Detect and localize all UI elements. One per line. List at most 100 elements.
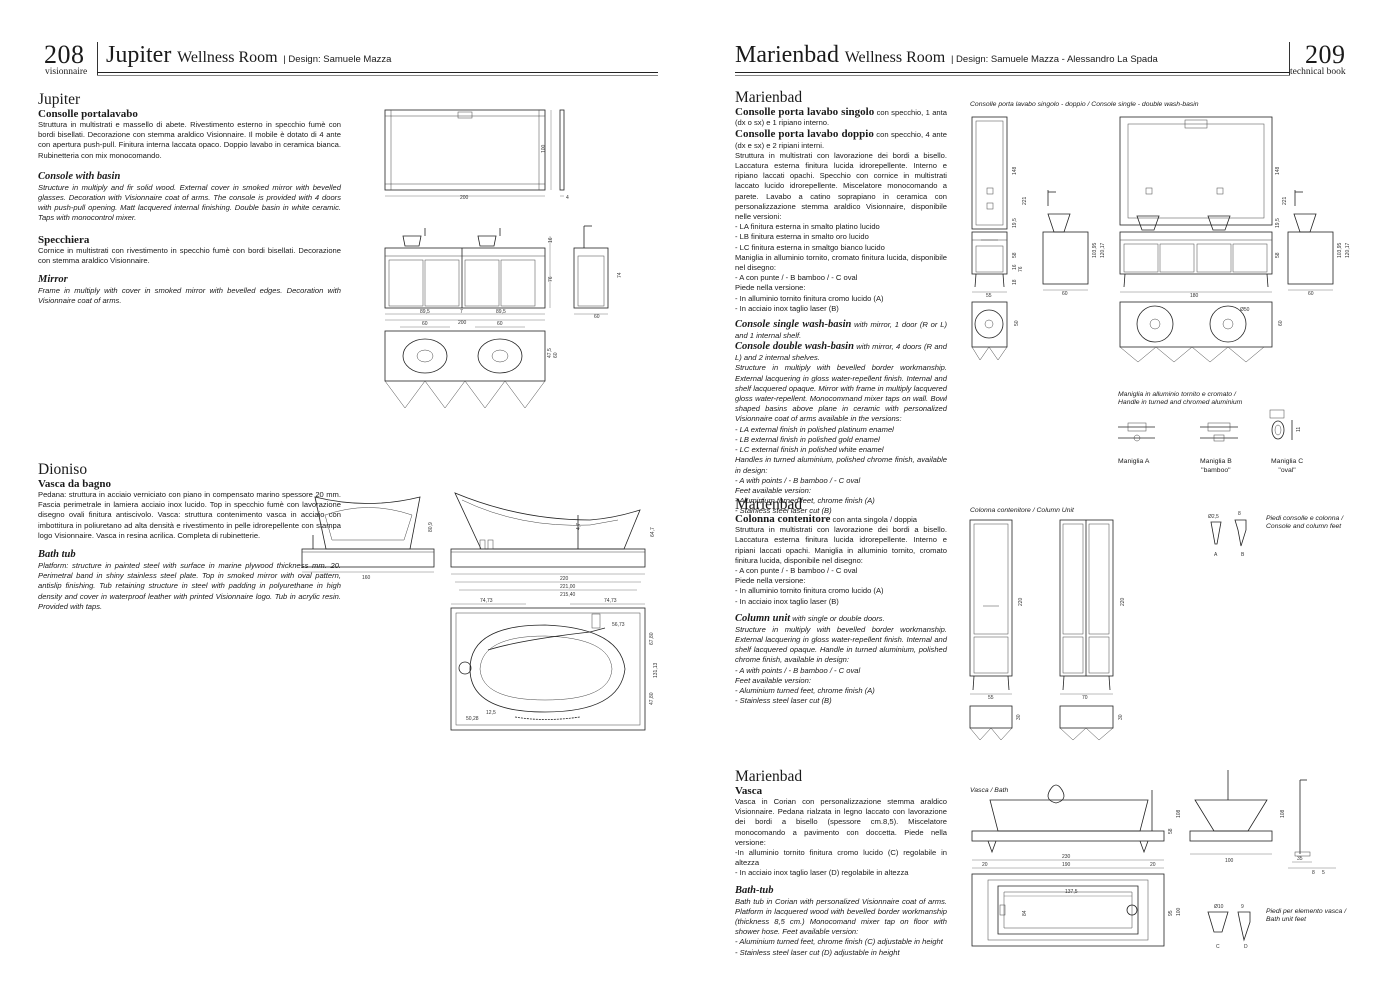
marienbad-vasca-text: Marienbad Vasca Vasca in Corian con pers…	[735, 768, 947, 958]
colonna-it-feet-1: - In alluminio tornito finitura cromo lu…	[735, 586, 884, 596]
consolle-en-list-1: - LA external finish in polished platinu…	[735, 424, 894, 434]
vasca-feet-caption-it: Piedi per elemento vasca /	[1266, 908, 1347, 915]
dim-s-side-60: 60	[1062, 291, 1068, 297]
dim-s-221: 221	[1022, 196, 1028, 205]
console-plans: 50 Ø50 60	[971, 301, 1284, 363]
dioniso-title: Dioniso	[38, 461, 88, 478]
consolle-it-feet-2: - In acciaio inox taglio laser (B)	[735, 303, 839, 313]
dim-mirror-d: 4	[566, 195, 569, 201]
handle-b-sub: "bamboo"	[1201, 466, 1231, 474]
jupiter-mirror-elevation: 200 100 4	[384, 109, 569, 201]
dim-vasca-8: 8	[1312, 870, 1315, 876]
handle-c-drawing: 11	[1269, 409, 1302, 440]
consolle-it-handle-opts: - A con punte / - B bamboo / - C oval	[735, 273, 858, 283]
handles-caption-en: Handle in turned and chromed aluminium	[1118, 399, 1243, 406]
dioniso-bath-title: Bath tub	[38, 549, 76, 561]
vasca-drawing-caption: Vasca / Bath	[970, 787, 1009, 794]
dim-console-b: 7	[460, 309, 463, 315]
dim-col-70: 70	[1082, 695, 1088, 701]
vasca-side: 100 108	[1189, 770, 1286, 864]
jupiter-consolle-title: Consolle portalavabo	[38, 108, 138, 120]
left-header-title: Jupiter Wellness Room | Design: Samuele …	[106, 42, 391, 69]
dim-vasca-95: 95	[1168, 910, 1174, 916]
consolle-it-body: Struttura in multistrati con lavorazione…	[735, 150, 947, 222]
dim-dioniso-front-w: 160	[362, 575, 371, 581]
dim-vasca-108b: 108	[1280, 809, 1286, 818]
consolle-en-double-title: Console double wash-basin	[735, 341, 854, 353]
colonna-en-feet-1: - Aluminium turned feet, chrome finish (…	[735, 686, 875, 696]
dim-dioniso-side-w2: 221,00	[560, 584, 576, 590]
consolle-it-feet-title: Piede nella versione:	[735, 283, 806, 293]
handle-a-drawing	[1118, 422, 1155, 442]
dioniso-bath-en: Platform: structure in painted steel wit…	[38, 561, 341, 611]
consolle-en-feet-1: - Aluminium turned feet, chrome finish (…	[735, 496, 875, 506]
dim-d-120: 120,17	[1345, 242, 1351, 258]
dim-plan-60a: 60	[422, 321, 428, 327]
dim-vasca-190: 190	[1062, 862, 1071, 868]
consolle-en-double-rest: with mirror, 4 doors (R and L) and 2 int…	[735, 342, 947, 363]
vasca-front: 230 20 190 20 58 108	[971, 784, 1182, 869]
dim-mirror-h: 100	[541, 144, 547, 153]
marienbad-colonna-text: Marienbad Colonna contenitore con anta s…	[735, 496, 947, 706]
vasca-feet-dlabel: D	[1244, 944, 1248, 950]
vasca-feet-caption-en: Bath unit feet	[1266, 916, 1307, 923]
dim-col-30a: 30	[1016, 714, 1022, 720]
consolle-it-list-3: - LC finitura esterna in smaltgo bianco …	[735, 242, 885, 252]
dim-d-side-60: 60	[1308, 291, 1314, 297]
dim-dioniso-plan-d: 67,80	[649, 632, 655, 645]
handle-c-sub: "oval"	[1278, 466, 1296, 474]
colonna-en-feet-title: Feet available version:	[735, 675, 811, 685]
dim-d-103: 103,95	[1337, 242, 1343, 258]
handle-b-drawing	[1200, 422, 1238, 442]
dim-s-148: 148	[1012, 166, 1018, 175]
vasca-it-feet-2: - In acciaio inox taglio laser (D) regol…	[735, 868, 909, 878]
consolle-en-single-title: Console single wash-basin	[735, 319, 852, 331]
consolle-en-list-2: - LB external finish in polished gold en…	[735, 434, 880, 444]
single-console-side: 60 103,95 120,17	[1042, 190, 1106, 297]
consolle-drawing-caption: Consolle porta lavabo singolo - doppio /…	[970, 101, 1199, 108]
consolle-en-handle-opts: - A with points / - B bamboo / - C oval	[735, 475, 861, 485]
dim-console-total: 200	[458, 320, 467, 326]
dim-d-58: 58	[1275, 252, 1281, 258]
dim-s-58: 58	[1012, 252, 1018, 258]
consolle-double-rest: con specchio, 4 ante (dx e sx) e 2 ripia…	[735, 130, 947, 150]
dim-dioniso-plan-f: 47,80	[649, 692, 655, 705]
colonna-en-handle-opts: - A with points / - B bamboo / - C oval	[735, 665, 861, 675]
vasca-feet-h: 9	[1241, 904, 1244, 910]
vasca-en-feet-1: - Aluminium turned feet, chrome finish (…	[735, 937, 943, 947]
colonna-single: 55 220 30	[969, 519, 1024, 741]
dioniso-side: 220 221,00 215,40 64,7 4,7	[450, 492, 656, 598]
dim-dioniso-plan-c: 56,73	[612, 622, 625, 628]
colonna-en-feet-2: - Stainless steel laser cut (B)	[735, 696, 832, 706]
consolle-single-rest: con specchio, 1 anta (dx o sx) e 1 ripia…	[735, 108, 947, 128]
colonna-it-handle-opts: - A con punte / - B bamboo / - C oval	[735, 566, 858, 576]
right-header-title: Marienbad Wellness Room | Design: Samuel…	[735, 42, 1158, 69]
handle-b-label: Maniglia B "bamboo"	[1200, 458, 1232, 475]
dim-col-30b: 30	[1118, 714, 1124, 720]
jupiter-mirror-en: Frame in multiply with cover in smoked m…	[38, 286, 341, 306]
handle-c-label: Maniglia C "oval"	[1271, 458, 1303, 475]
dim-s-19: 19,5	[1012, 218, 1018, 228]
dim-col-55: 55	[988, 695, 994, 701]
vasca-title: Marienbad	[735, 768, 803, 785]
right-header-divider	[1289, 42, 1290, 76]
dim-col-220b: 220	[1120, 597, 1126, 606]
dim-side-w: 60	[594, 314, 600, 320]
right-header-sub: Wellness Room	[844, 49, 946, 66]
left-header-designer: | Design: Samuele Mazza	[283, 54, 392, 65]
vasca-feet: Ø10 9 C D	[1207, 904, 1251, 950]
colonna-feet-caption-it: Piedi consolle e colonna /	[1266, 515, 1344, 522]
dim-plan-47: 47,5	[547, 348, 553, 358]
dioniso-front: 160 80,9	[301, 496, 435, 581]
dim-col-220a: 220	[1018, 597, 1024, 606]
dim-vasca-20b: 20	[1150, 862, 1156, 868]
colonna-en-title: Column unit	[735, 612, 791, 624]
jupiter-console-plan: 60 60 47,5 60	[384, 321, 559, 409]
dim-vasca-84: 84	[1022, 910, 1028, 916]
dim-dioniso-side-h1: 64,7	[650, 527, 656, 537]
consolle-en-single-rest: with mirror, 1 door (R or L) and 1 inter…	[735, 320, 947, 341]
